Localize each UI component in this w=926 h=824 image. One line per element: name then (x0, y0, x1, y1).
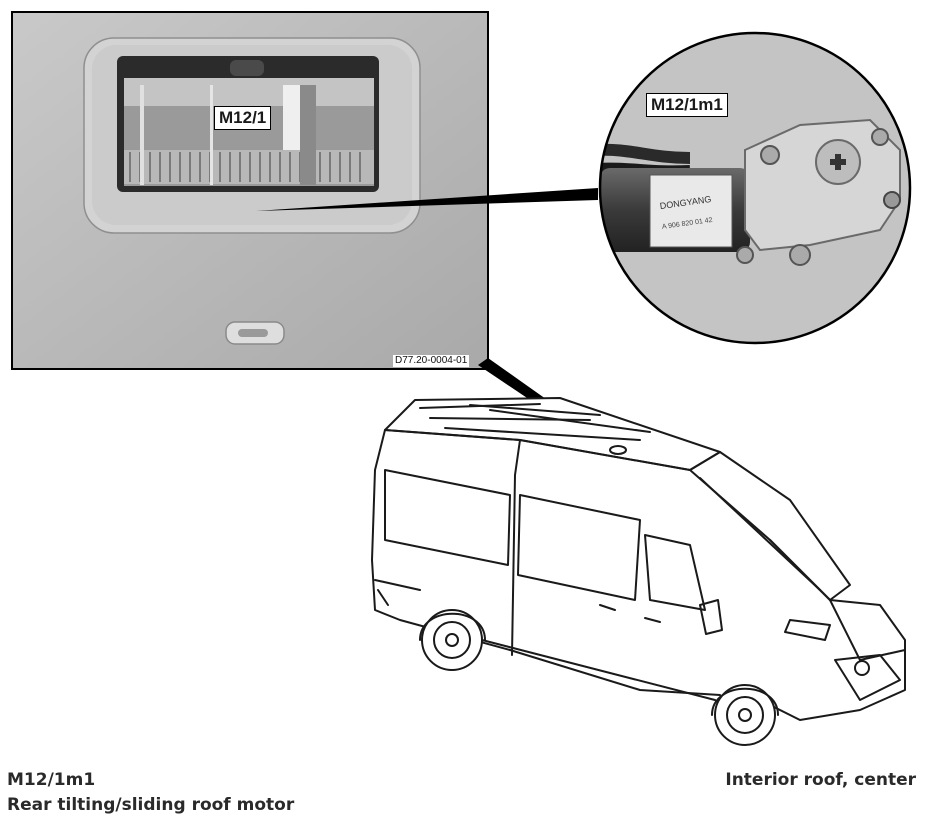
figure-reference-code: D77.20-0004-01 (393, 355, 470, 367)
caption-component-name: Rear tilting/sliding roof motor (7, 795, 295, 815)
front-wheel (714, 684, 776, 746)
caption-component-code: M12/1m1 (7, 770, 96, 790)
motor-inset: DONGYANG A 906 820 01 42 (598, 31, 912, 345)
roof-hatch (609, 445, 627, 455)
interior-roof-photo (12, 12, 488, 369)
caption-location: Interior roof, center (725, 770, 916, 790)
leader-line (256, 188, 598, 211)
callout-label-m12-1: M12/1 (214, 106, 272, 130)
van-line-drawing (371, 397, 906, 746)
front-badge (854, 660, 870, 676)
callout-label-m12-1m1: M12/1m1 (646, 93, 728, 117)
gearbox-housing (744, 118, 901, 252)
